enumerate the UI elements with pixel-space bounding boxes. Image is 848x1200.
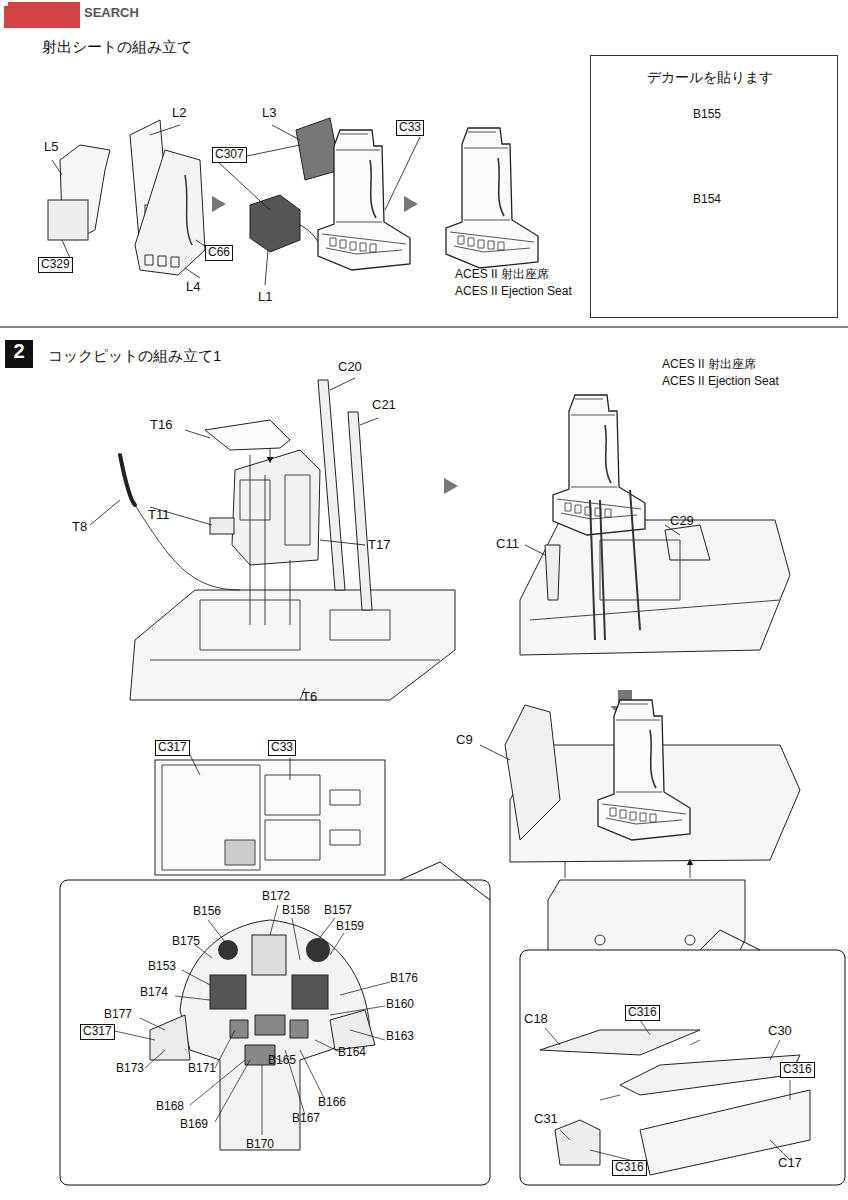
callout-number: C66 (208, 246, 230, 260)
callout-number: C316 (615, 1161, 644, 1175)
watermark: SEARCH (84, 6, 139, 21)
part-callout-box: C316 (780, 1062, 815, 1078)
part-label: B153 (148, 960, 176, 974)
part-label: B159 (336, 920, 364, 934)
part-label: C9 (456, 733, 473, 748)
part-label: T8 (72, 520, 87, 535)
part-label: B164 (338, 1046, 366, 1060)
part-label: B174 (140, 986, 168, 1000)
part-label: C29 (670, 514, 694, 529)
part-label: T6 (302, 690, 317, 705)
part-label: B166 (318, 1096, 346, 1110)
part-label: B154 (693, 193, 721, 207)
part-label: B165 (268, 1054, 296, 1068)
decal-panel: デカールを貼ります (590, 55, 838, 318)
part-callout-box: C317 (80, 1024, 115, 1040)
callout-number: C316 (783, 1063, 812, 1077)
part-label: B156 (193, 905, 221, 919)
part-label: T11 (148, 508, 169, 523)
part-label: B171 (188, 1062, 216, 1076)
part-label: L3 (262, 106, 276, 121)
part-label: L5 (44, 140, 58, 155)
part-label: B168 (156, 1100, 184, 1114)
part-label: C31 (534, 1112, 558, 1127)
callout-number: C317 (83, 1025, 112, 1039)
part-label: C30 (768, 1024, 792, 1039)
part-label: B169 (180, 1118, 208, 1132)
part-callout-box: C317 (155, 740, 190, 756)
part-label: B155 (693, 108, 721, 122)
part-label: B172 (262, 890, 290, 904)
part-callout-box: C316 (612, 1160, 647, 1176)
section-heading: 射出シートの組み立て (42, 38, 192, 55)
part-label: C21 (372, 398, 396, 413)
part-label: C17 (778, 1156, 802, 1171)
part-label: B175 (172, 935, 200, 949)
part-label: C11 (496, 537, 519, 552)
part-label: B177 (104, 1008, 132, 1022)
part-callout-box: C316 (625, 1005, 660, 1021)
part-label: B173 (116, 1062, 144, 1076)
part-label: L2 (172, 106, 186, 121)
caption-text: ACES II Ejection Seat (455, 285, 572, 299)
part-callout-box: C329 (38, 257, 73, 273)
caption-text: ACES II Ejection Seat (662, 375, 779, 389)
part-label: C18 (524, 1012, 548, 1027)
section-heading: コックピットの組み立て1 (48, 347, 221, 364)
part-callout-box: C33 (268, 740, 296, 756)
part-label: B170 (246, 1138, 274, 1152)
step-number: 2 (5, 340, 33, 363)
caption-text: ACES II 射出座席 (662, 358, 756, 372)
callout-number: C33 (271, 741, 293, 755)
part-label: T16 (150, 418, 172, 433)
part-callout-box: C33 (396, 120, 424, 136)
part-callout-box: C66 (205, 245, 233, 261)
part-label: B163 (386, 1030, 414, 1044)
callout-number: C316 (628, 1006, 657, 1020)
part-label: B158 (282, 904, 310, 918)
step-badge: 2 (5, 340, 33, 368)
part-label: L1 (258, 290, 272, 305)
callout-number: C307 (215, 148, 244, 162)
callout-number: C317 (158, 741, 187, 755)
part-label: L4 (186, 280, 200, 295)
part-label: B157 (324, 904, 352, 918)
callout-number: C329 (41, 258, 70, 272)
callout-number: C33 (399, 121, 421, 135)
part-label: B167 (292, 1112, 320, 1126)
part-label: B160 (386, 998, 414, 1012)
part-callout-box: C307 (212, 147, 247, 163)
caption-text: ACES II 射出座席 (455, 268, 549, 282)
part-label: B176 (390, 972, 418, 986)
part-label: C20 (338, 360, 362, 375)
part-label: T17 (368, 538, 390, 553)
decal-note: デカールを貼ります (647, 69, 829, 85)
